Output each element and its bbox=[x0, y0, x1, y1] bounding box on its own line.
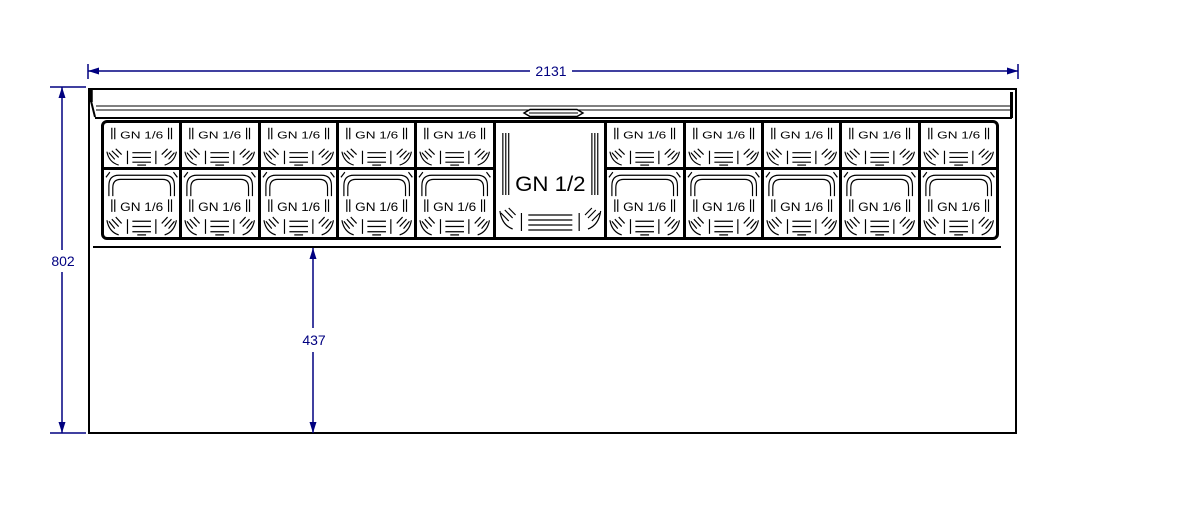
svg-text:GN 1/6: GN 1/6 bbox=[937, 129, 980, 141]
gn-1-6-pan-top: GN 1/6 bbox=[417, 123, 493, 167]
gn16-pan-graphic: GN 1/6 bbox=[923, 127, 994, 166]
svg-text:GN 1/6: GN 1/6 bbox=[623, 202, 666, 214]
gn16-pan-graphic: GN 1/6 bbox=[844, 127, 916, 166]
gn-1-6-pan-top: GN 1/6 bbox=[104, 123, 180, 167]
gn16-pan-graphic: GN 1/6 bbox=[843, 171, 917, 236]
gn16-pan-graphic: GN 1/6 bbox=[687, 127, 759, 166]
gn16-pan-graphic: GN 1/6 bbox=[766, 127, 837, 166]
svg-text:GN 1/6: GN 1/6 bbox=[198, 202, 241, 214]
gn-1-6-pan-bottom: GN 1/6 bbox=[104, 170, 180, 237]
gn-1-6-pan-top: GN 1/6 bbox=[842, 123, 918, 167]
gn-1-6-pan-bottom: GN 1/6 bbox=[842, 170, 918, 237]
gn-1-2-pan: GN 1/2 bbox=[495, 123, 605, 237]
svg-text:GN 1/6: GN 1/6 bbox=[355, 129, 398, 141]
gn-1-6-pan-bottom: GN 1/6 bbox=[920, 170, 996, 237]
gn-1-6-pan-top: GN 1/6 bbox=[339, 123, 415, 167]
svg-text:GN 1/6: GN 1/6 bbox=[780, 129, 823, 141]
svg-text:GN 1/6: GN 1/6 bbox=[702, 129, 745, 141]
gn16-pan-graphic: GN 1/6 bbox=[184, 127, 256, 166]
gn12-pan-graphic: GN 1/2 bbox=[499, 133, 601, 231]
svg-text:GN 1/6: GN 1/6 bbox=[355, 202, 398, 214]
gn16-pan-graphic: GN 1/6 bbox=[105, 171, 178, 236]
gn-1-6-pan-top: GN 1/6 bbox=[920, 123, 996, 167]
gn-1-6-pan-bottom: GN 1/6 bbox=[763, 170, 840, 237]
svg-text:GN 1/6: GN 1/6 bbox=[198, 129, 241, 141]
gn-1-6-pan-bottom: GN 1/6 bbox=[417, 170, 493, 237]
svg-text:GN 1/6: GN 1/6 bbox=[702, 202, 745, 214]
svg-text:GN 1/6: GN 1/6 bbox=[120, 129, 163, 141]
dimension-height: 802 bbox=[50, 86, 86, 434]
gn-1-6-pan-bottom: GN 1/6 bbox=[607, 170, 683, 237]
svg-text:GN 1/6: GN 1/6 bbox=[277, 129, 320, 141]
svg-text:GN 1/6: GN 1/6 bbox=[433, 129, 476, 141]
gn-1-6-pan-top: GN 1/6 bbox=[182, 123, 258, 167]
gn16-pan-graphic: GN 1/6 bbox=[608, 171, 682, 236]
dimension-height-label: 802 bbox=[51, 253, 75, 269]
gn-1-6-pan-top: GN 1/6 bbox=[763, 123, 840, 167]
gn-1-6-pan-bottom: GN 1/6 bbox=[685, 170, 761, 237]
gn-1-6-pan-top: GN 1/6 bbox=[607, 123, 683, 167]
gn16-pan-graphic: GN 1/6 bbox=[106, 127, 177, 166]
svg-text:GN 1/6: GN 1/6 bbox=[858, 202, 901, 214]
gn16-pan-graphic: GN 1/6 bbox=[262, 171, 335, 236]
gn16-pan-graphic: GN 1/6 bbox=[687, 171, 760, 236]
gn16-pan-graphic: GN 1/6 bbox=[419, 127, 491, 166]
gn-1-6-pan-bottom: GN 1/6 bbox=[182, 170, 258, 237]
svg-text:GN 1/6: GN 1/6 bbox=[277, 202, 320, 214]
gn-1-6-pan-top: GN 1/6 bbox=[685, 123, 761, 167]
dimension-width-label: 2131 bbox=[535, 63, 566, 79]
gn16-pan-graphic: GN 1/6 bbox=[341, 127, 412, 166]
gn-1-6-pan-top: GN 1/6 bbox=[260, 123, 337, 167]
dimension-width: 2131 bbox=[87, 63, 1019, 79]
gn16-pan-graphic: GN 1/6 bbox=[418, 171, 492, 236]
counter-front-edge-line bbox=[93, 246, 1001, 248]
gn-pan-well: GN 1/6 GN 1/6 GN 1/6 bbox=[101, 120, 999, 240]
svg-text:GN 1/6: GN 1/6 bbox=[937, 202, 980, 214]
gn-1-6-pan-bottom: GN 1/6 bbox=[260, 170, 337, 237]
gn16-pan-graphic: GN 1/6 bbox=[183, 171, 257, 236]
svg-text:GN 1/6: GN 1/6 bbox=[120, 202, 163, 214]
svg-text:GN 1/6: GN 1/6 bbox=[858, 129, 901, 141]
svg-text:GN 1/2: GN 1/2 bbox=[515, 173, 585, 196]
gn16-pan-graphic: GN 1/6 bbox=[922, 171, 995, 236]
gn16-pan-graphic: GN 1/6 bbox=[340, 171, 413, 236]
gn16-pan-graphic: GN 1/6 bbox=[609, 127, 681, 166]
gn16-pan-graphic: GN 1/6 bbox=[765, 171, 838, 236]
gn16-pan-graphic: GN 1/6 bbox=[263, 127, 334, 166]
svg-text:GN 1/6: GN 1/6 bbox=[433, 202, 476, 214]
svg-text:GN 1/6: GN 1/6 bbox=[780, 202, 823, 214]
svg-text:GN 1/6: GN 1/6 bbox=[623, 129, 666, 141]
gn-1-6-pan-bottom: GN 1/6 bbox=[339, 170, 415, 237]
